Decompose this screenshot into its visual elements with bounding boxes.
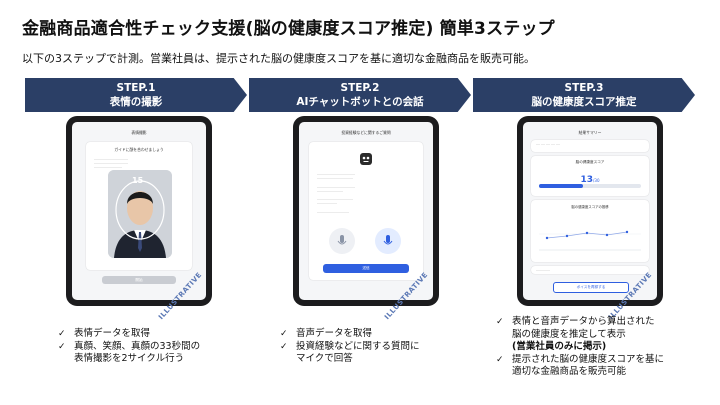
step2-label: STEP.2: [340, 81, 380, 94]
chat-card: ‥‥‥‥‥‥‥‥‥‥‥‥‥‥‥‥‥‥‥‥‥‥‥‥‥‥‥‥‥‥‥‥‥‥‥‥‥‥‥‥…: [309, 142, 423, 280]
mic-button-right[interactable]: [375, 228, 401, 254]
rerecord-button[interactable]: ボイスを再録する: [553, 282, 629, 293]
screen1-title: 表情撮影: [131, 130, 147, 135]
step3-banner: STEP.3 脳の健康度スコア推定: [473, 78, 695, 112]
check-icon: ✓: [280, 341, 288, 352]
page-subtitle: 以下の3ステップで計測。営業社員は、提示された脳の健康度スコアを基に適切な金融商…: [22, 52, 535, 65]
comment-field[interactable]: ‥‥‥‥‥‥‥: [531, 266, 649, 274]
tablet-step3: 結果サマリー ‥‥ ‥‥ ‥‥ ‥‥ ‥‥ 脳の健康度スコア 13/30 脳の健…: [517, 116, 663, 306]
screen-chatbot: 投資経験などに関するご質問 ‥‥‥‥‥‥‥‥‥‥‥‥‥‥‥‥‥‥‥‥‥‥‥‥‥‥…: [299, 122, 433, 300]
step2-bullets: ✓ 音声データを取得 ✓ 投資経験などに関する質問にマイクで回答: [280, 328, 420, 366]
face-guide-text: ‥‥‥‥‥‥‥‥‥‥‥‥‥‥‥‥‥‥‥‥‥‥‥‥‥‥‥‥‥‥‥‥‥‥‥‥‥‥‥‥…: [94, 157, 129, 170]
score-bar-fill: [539, 184, 583, 188]
send-button[interactable]: 送信: [323, 264, 409, 273]
robot-icon: [360, 153, 372, 165]
step3-label: STEP.3: [564, 81, 604, 94]
chat-question-text: ‥‥‥‥‥‥‥‥‥‥‥‥‥‥‥‥‥‥‥‥‥‥‥‥‥‥‥‥‥‥‥‥‥‥‥‥‥‥‥‥…: [317, 172, 356, 214]
screen-score-result: 結果サマリー ‥‥ ‥‥ ‥‥ ‥‥ ‥‥ 脳の健康度スコア 13/30 脳の健…: [523, 122, 657, 300]
mic-button-left[interactable]: [329, 228, 355, 254]
screen2-title: 投資経験などに関するご質問: [341, 130, 391, 135]
list-item: ✓ 音声データを取得: [280, 328, 373, 339]
microphone-active-icon: [383, 235, 393, 245]
list-item: ✓ 表情と音声データから算出された脳の健康度を推定して表示(営業社員のみに掲示): [496, 316, 655, 352]
score-card: 脳の健康度スコア 13/30: [531, 156, 649, 196]
step2-banner: STEP.2 AIチャットボットとの会話: [249, 78, 471, 112]
tablet-step1: 表情撮影 ガイドに顔を合わせましょう ‥‥‥‥‥‥‥‥‥‥‥‥‥‥‥‥‥‥‥‥‥…: [66, 116, 212, 306]
list-item: ✓ 投資経験などに関する質問にマイクで回答: [280, 340, 420, 365]
list-item: ✓ 表情データを取得: [58, 328, 151, 339]
start-button[interactable]: 開始: [102, 276, 176, 284]
score-bar-track: [539, 184, 641, 188]
face-photo: 15: [108, 170, 172, 258]
check-icon: ✓: [496, 354, 504, 365]
summary-header-card: ‥‥ ‥‥ ‥‥ ‥‥ ‥‥: [531, 140, 649, 152]
face-guide-card: ガイドに顔を合わせましょう ‥‥‥‥‥‥‥‥‥‥‥‥‥‥‥‥‥‥‥‥‥‥‥‥‥‥…: [86, 142, 192, 270]
step1-label: STEP.1: [116, 81, 156, 94]
check-icon: ✓: [58, 341, 66, 352]
score-unit: /30: [593, 178, 600, 183]
screen-face-capture: 表情撮影 ガイドに顔を合わせましょう ‥‥‥‥‥‥‥‥‥‥‥‥‥‥‥‥‥‥‥‥‥…: [72, 122, 206, 300]
step1-bullets: ✓ 表情データを取得 ✓ 真顔、笑顔、真顔の33秒間の表情撮影を2サイクル行う: [58, 328, 200, 366]
tablet-step2: 投資経験などに関するご質問 ‥‥‥‥‥‥‥‥‥‥‥‥‥‥‥‥‥‥‥‥‥‥‥‥‥‥…: [293, 116, 439, 306]
step3-name: 脳の健康度スコア推定: [531, 95, 637, 108]
score-label: 脳の健康度スコア: [575, 160, 605, 164]
trend-label: 脳の健康度スコアの推移: [571, 205, 609, 209]
step2-name: AIチャットボットとの会話: [296, 95, 424, 108]
step1-banner: STEP.1 表情の撮影: [25, 78, 247, 112]
page-title: 金融商品適合性チェック支援(脳の健康度スコア推定) 簡単3ステップ: [22, 19, 555, 39]
step1-name: 表情の撮影: [109, 95, 163, 108]
check-icon: ✓: [280, 329, 288, 339]
check-icon: ✓: [496, 317, 504, 327]
list-item: ✓ 真顔、笑顔、真顔の33秒間の表情撮影を2サイクル行う: [58, 340, 201, 365]
score-value: 13: [580, 175, 594, 185]
step3-bullets: ✓ 表情と音声データから算出された脳の健康度を推定して表示(営業社員のみに掲示)…: [496, 316, 664, 379]
microphone-icon: [337, 235, 347, 245]
list-item: ✓ 提示された脳の健康度スコアを基に適切な金融商品を販売可能: [496, 353, 665, 378]
countdown-timer: 15: [132, 176, 144, 185]
trend-chart: [539, 230, 641, 251]
check-icon: ✓: [58, 329, 66, 339]
face-guide-title: ガイドに顔を合わせましょう: [114, 147, 164, 152]
trend-card: 脳の健康度スコアの推移: [531, 200, 649, 262]
person-face-image: [108, 170, 172, 258]
screen3-title: 結果サマリー: [578, 130, 602, 135]
